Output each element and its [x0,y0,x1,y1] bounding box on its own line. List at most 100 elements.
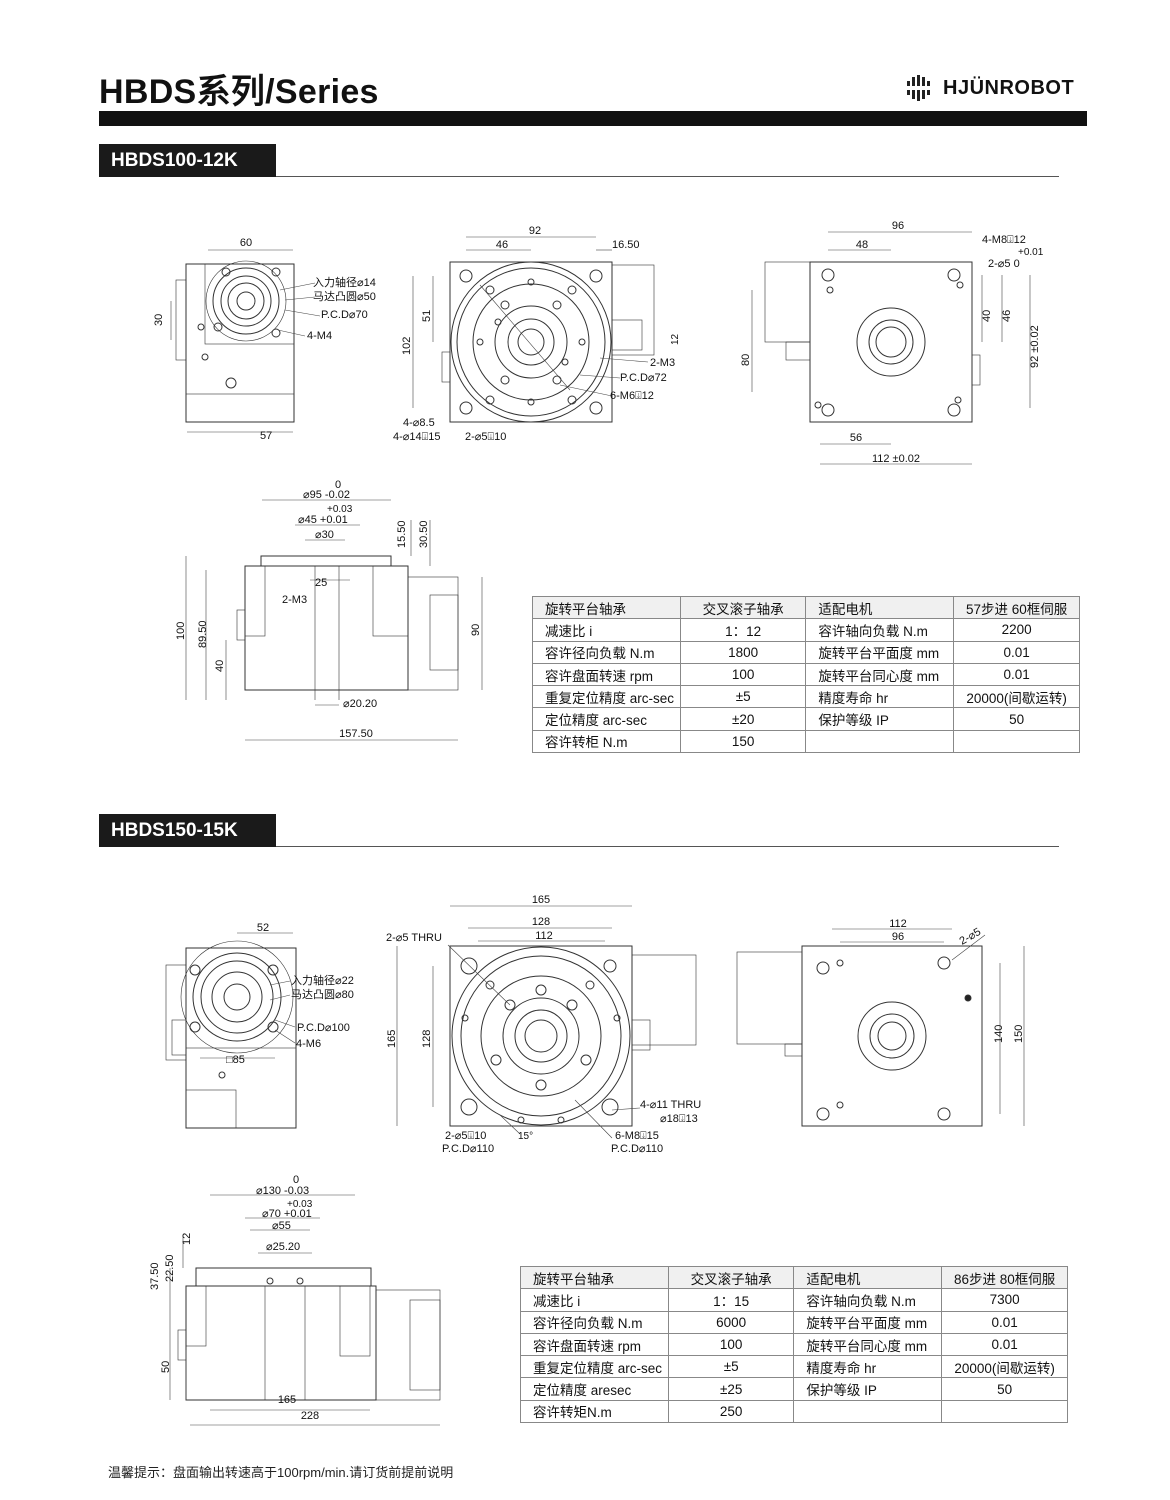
spec-table-hbds100: 旋转平台轴承 交叉滚子轴承 适配电机 57步进 60框伺服 减速比 i 1：12… [532,595,1080,754]
dim-label: 128 [421,1030,433,1048]
table-row: 容许盘面转速 rpm 100 旋转平台同心度 mm 0.01 [520,1332,1068,1357]
dim-label: 46 [496,239,508,251]
spec-label: 保护等级 IP [805,707,955,731]
dim-label: 52 [257,922,269,934]
dim-label: 4-M6 [296,1038,321,1050]
spec-label: 容许径向负载 N.m [532,640,681,664]
spec-value [953,729,1080,754]
dim-label: 12 [181,1233,193,1245]
dim-label: 46 [1001,310,1013,322]
table-row: 减速比 i 1：15 容许轴向负载 N.m 7300 [520,1288,1068,1312]
s2-front-view [165,932,297,1129]
dim-label: 165 [278,1394,296,1406]
dim-label: 2-M3 [650,357,675,369]
dim-label: 6-M8⍗15 [615,1130,659,1142]
dim-label: 马达凸圆⌀80 [291,988,354,1001]
dim-label: +0.01 [1018,247,1044,258]
spec-label: 旋转平台平面度 mm [793,1310,943,1334]
dim-label: ⌀55 [272,1220,291,1232]
dim-label: 4-⌀11 THRU [640,1099,701,1111]
dim-label: 12 [670,333,681,345]
dim-label: 马达凸圆⌀50 [313,290,376,303]
dim-label: 15.50 [396,520,408,548]
dim-label: ⌀30 [315,529,334,541]
dim-label: 228 [301,1410,319,1422]
spec-label: 容许轴向负载 N.m [793,1288,943,1312]
spec-value: 0.01 [941,1332,1068,1357]
dim-label: 2-⌀5 0 [988,258,1020,270]
dim-label: 37.50 [149,1262,161,1290]
spec-label: 容许径向负载 N.m [520,1310,669,1334]
spec-value: 100 [679,662,807,687]
spec-table-hbds150: 旋转平台轴承 交叉滚子轴承 适配电机 86步进 80框伺服 减速比 i 1：15… [520,1265,1068,1424]
spec-label: 容许盘面转速 rpm [520,1332,669,1357]
table-row: 重复定位精度 arc-sec ±5 精度寿命 hr 20000(间歇运转) [520,1355,1068,1379]
spec-value: 100 [667,1332,795,1357]
dim-label: 140 [993,1025,1005,1043]
dim-label: 165 [532,894,550,906]
dim-label: 4-⌀14⍗15 [393,431,440,443]
dim-label: 165 [386,1030,398,1048]
spec-label: 旋转平台同心度 mm [805,662,955,687]
spec-value: 2200 [953,618,1080,642]
spec-label: 容许转柜 N.m [532,729,681,754]
dim-label: P.C.D⌀70 [321,309,368,321]
footnote: 温馨提示：盘面输出转速高于100rpm/min.请订货前提前说明 [108,1465,454,1480]
spec-value: 57步进 60框伺服 [953,595,1080,620]
spec-label [805,729,955,754]
spec-value: ±20 [679,707,807,731]
spec-value: 20000(间歇运转) [953,685,1080,709]
dim-label: P.C.D⌀100 [297,1022,350,1034]
dim-label: 112 ±0.02 [872,453,920,465]
brand-name: HJÜNROBOT [943,76,1075,99]
dim-label: 150 [1013,1025,1025,1043]
dim-label: +0.03 [327,504,353,515]
spec-value: 0.01 [941,1310,1068,1334]
dim-label: ⌀25.20 [266,1241,300,1253]
spec-value: ±5 [667,1355,795,1379]
dim-label: 157.50 [339,728,373,740]
spec-label: 定位精度 aresec [520,1377,669,1401]
spec-label: 容许转矩N.m [520,1399,669,1424]
dim-label: 89.50 [197,620,209,648]
dim-label: ⌀70 +0.01 [262,1208,312,1220]
table-row: 减速比 i 1：12 容许轴向负载 N.m 2200 [532,618,1080,642]
dim-label: +0.03 [287,1199,313,1210]
table-row: 定位精度 arc-sec ±20 保护等级 IP 50 [532,707,1080,731]
dim-label: □85 [226,1054,245,1066]
page-title: HBDS系列/Series [99,73,379,111]
spec-value: ±5 [679,685,807,709]
spec-value: 50 [941,1377,1068,1401]
dim-label: 15° [518,1131,533,1142]
dim-label: 90 [470,624,482,636]
spec-value: 50 [953,707,1080,731]
dim-label: 0 [335,479,341,491]
dim-label: 96 [892,931,904,943]
spec-label: 精度寿命 hr [793,1355,943,1379]
table-row: 容许转柜 N.m 150 [532,729,1080,754]
dim-label: 96 [892,220,904,232]
s1-front-view [170,249,321,433]
s2-right-view [736,928,1025,1127]
spec-label: 旋转平台轴承 [532,595,681,620]
dim-label: 102 [401,337,413,355]
dim-label: 112 [889,918,907,930]
spec-label: 重复定位精度 arc-sec [520,1355,669,1379]
spec-value: 0.01 [953,662,1080,687]
spec-value: 1：12 [679,618,807,642]
spec-value: 6000 [667,1310,795,1334]
dim-label: 0 [293,1174,299,1186]
dim-label: 2-⌀5 THRU [386,932,442,944]
dim-label: 92 ±0.02 [1029,325,1041,368]
spec-label: 旋转平台轴承 [520,1265,669,1290]
spec-label [793,1399,943,1424]
brand-mark-icon [905,75,933,101]
dim-label: 2-M3 [282,594,307,606]
section-divider [276,176,1059,177]
spec-label: 减速比 i [520,1288,669,1312]
dim-label: 入力轴径⌀14 [313,275,376,289]
dim-label: 30.50 [418,520,430,548]
spec-label: 容许轴向负载 N.m [805,618,955,642]
s1-side-view [185,499,483,741]
